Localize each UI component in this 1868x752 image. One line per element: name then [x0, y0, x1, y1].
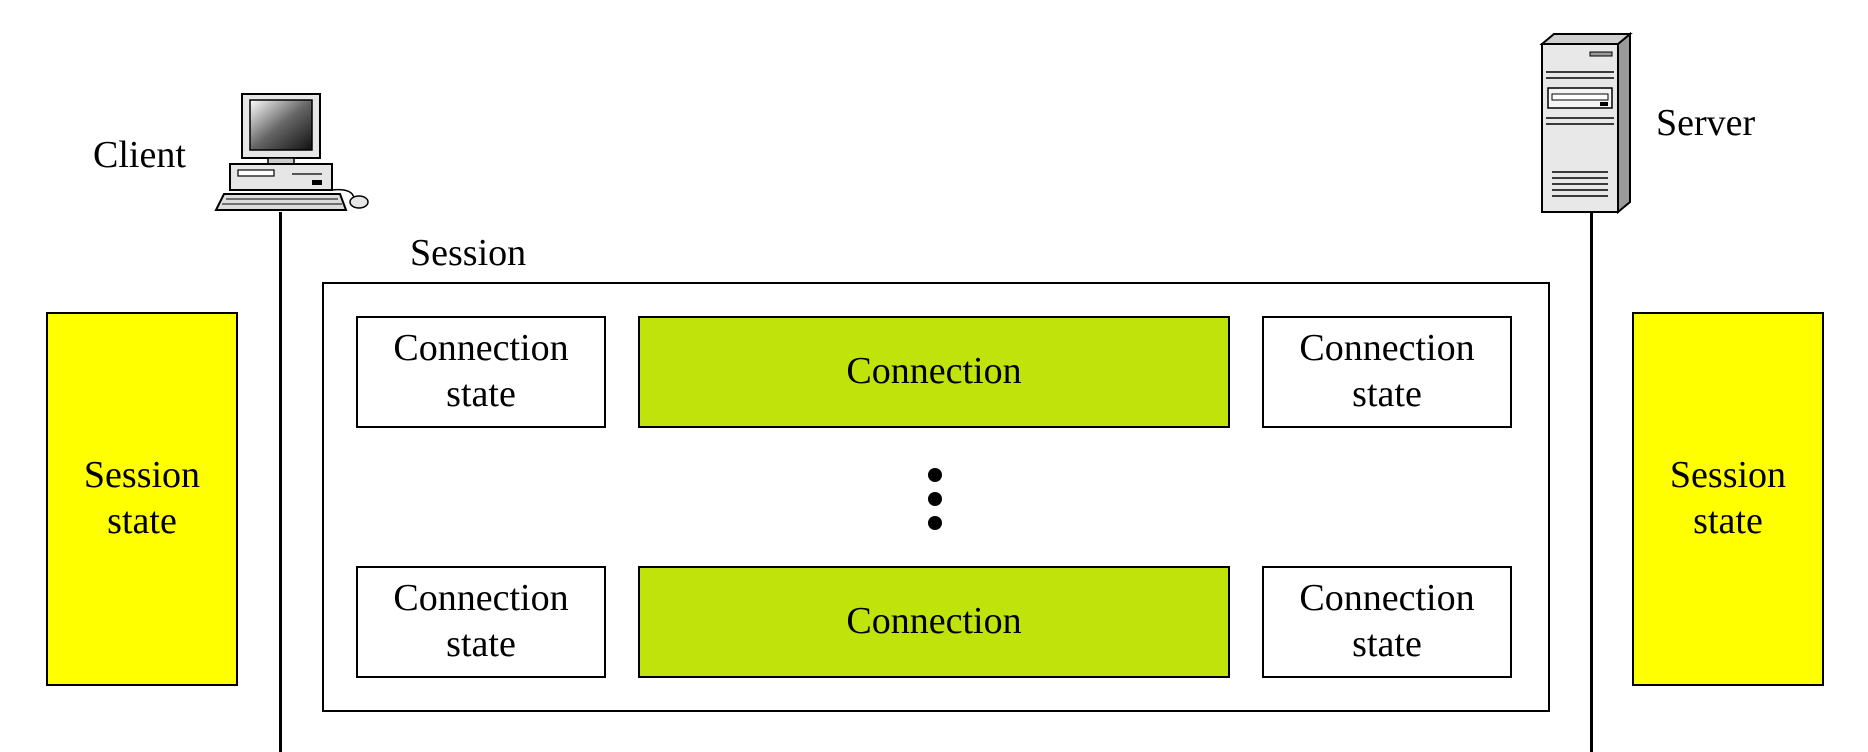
session-state-line2: state	[107, 500, 177, 542]
session-label: Session	[410, 232, 527, 274]
connection-label: Connection	[846, 350, 1022, 393]
session-state-line2: state	[1693, 500, 1763, 542]
server-connection-state: Connection state	[1262, 566, 1512, 678]
connection-state-line1: Connection	[1299, 327, 1475, 370]
session-frame	[322, 282, 1550, 712]
connection: Connection	[638, 316, 1230, 428]
session-state-line1: Session	[83, 454, 201, 497]
connection-state-line1: Connection	[393, 327, 569, 370]
server-line	[1590, 212, 1593, 752]
ellipsis-dot	[928, 468, 942, 482]
connection: Connection	[638, 566, 1230, 678]
connection-state-line1: Connection	[393, 577, 569, 620]
connection-label: Connection	[846, 600, 1022, 643]
client-label: Client	[93, 134, 186, 176]
connection-state-line2: state	[446, 623, 516, 665]
client-line	[279, 212, 282, 752]
desktop-computer-icon	[214, 93, 369, 211]
client-session-state: Session state	[46, 312, 238, 686]
connection-state-line2: state	[1352, 373, 1422, 415]
ellipsis-dot	[928, 492, 942, 506]
connection-state-line1: Connection	[1299, 577, 1475, 620]
session-state-line1: Session	[1669, 454, 1787, 497]
client-connection-state: Connection state	[356, 316, 606, 428]
connection-state-line2: state	[446, 373, 516, 415]
ellipsis-dot	[928, 516, 942, 530]
tower-server-icon	[1539, 32, 1633, 214]
server-label: Server	[1656, 102, 1756, 144]
server-session-state: Session state	[1632, 312, 1824, 686]
connection-state-line2: state	[1352, 623, 1422, 665]
server-connection-state: Connection state	[1262, 316, 1512, 428]
client-connection-state: Connection state	[356, 566, 606, 678]
